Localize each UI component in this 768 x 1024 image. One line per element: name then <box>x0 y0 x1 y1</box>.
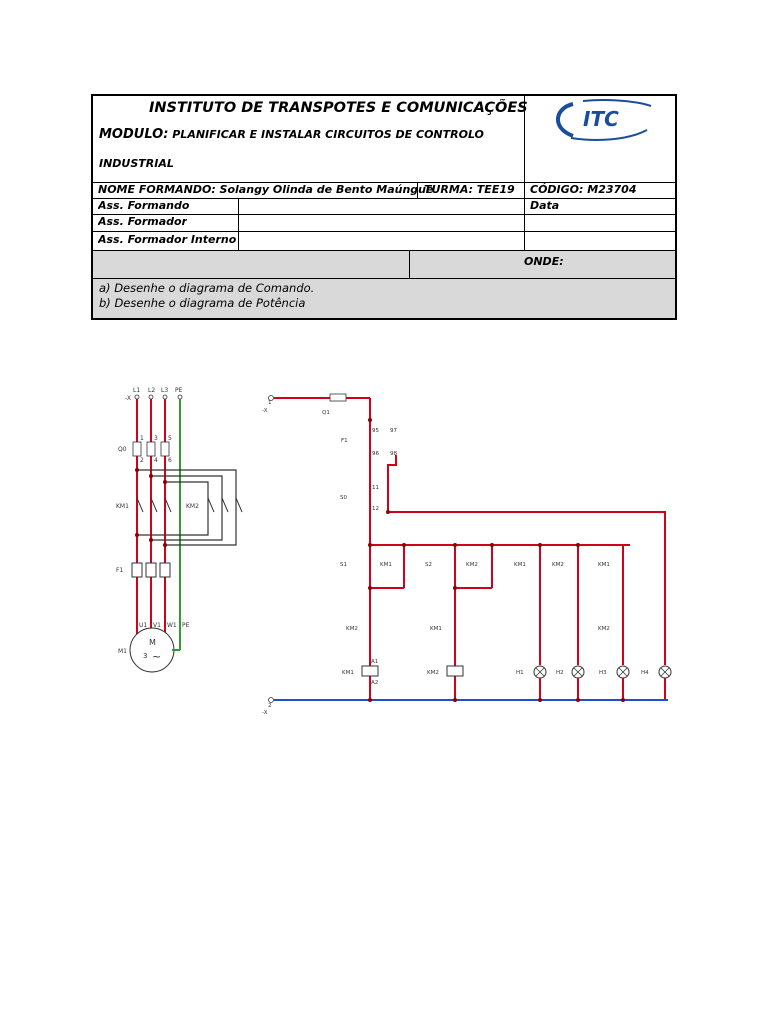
rule <box>93 231 675 232</box>
motor-symbol: M <box>149 638 156 647</box>
rule <box>524 96 525 198</box>
modulo-name-line1: PLANIFICAR E INSTALAR CIRCUITOS DE CONTR… <box>172 128 484 141</box>
label-km1-interlock: KM1 <box>430 626 442 632</box>
label-x-top: -X <box>262 408 268 414</box>
term: 4 <box>154 457 158 464</box>
term: 3 <box>154 435 158 442</box>
rule <box>238 198 239 251</box>
term: A2 <box>371 680 378 686</box>
term: 6 <box>168 457 172 464</box>
label-km1-h3: KM1 <box>598 562 610 568</box>
nome-formando: NOME FORMANDO: Solangy Olinda de Bento M… <box>98 183 434 196</box>
label-s0: S0 <box>340 495 347 501</box>
label-pe-motor: PE <box>182 622 190 629</box>
label-2-bottom: 2 <box>268 703 272 709</box>
onde-label: ONDE: <box>524 255 564 268</box>
rule <box>93 198 675 199</box>
itc-logo: ITC <box>543 98 663 142</box>
label-q0: Q0 <box>118 446 127 453</box>
term: 12 <box>372 506 379 512</box>
label-km2-interlock: KM2 <box>346 626 358 632</box>
label-h3: H3 <box>599 670 607 676</box>
ass-formador-label: Ass. Formador <box>98 215 187 228</box>
label-km1-coil: KM1 <box>342 670 354 676</box>
label-km1-h1: KM1 <box>514 562 526 568</box>
label-km2-power: KM2 <box>186 503 199 510</box>
label-h1: H1 <box>516 670 524 676</box>
turma: TURMA: TEE19 <box>424 183 515 196</box>
label-h4: H4 <box>641 670 649 676</box>
term: A1 <box>371 659 378 665</box>
label-h2: H2 <box>556 670 564 676</box>
label-l2: L2 <box>148 387 155 394</box>
power-diagram: L1 L2 L3 PE -X Q0 1 3 5 2 4 6 <box>116 387 243 673</box>
motor-phase: 3 <box>143 652 147 660</box>
term: 98 <box>390 451 397 457</box>
task-b: b) Desenhe o diagrama de Potência <box>99 296 306 310</box>
term: 5 <box>168 435 172 442</box>
term: 96 <box>372 451 379 457</box>
km1-coil-icon <box>361 665 379 677</box>
ass-formando-label: Ass. Formando <box>98 199 190 212</box>
label-f1-power: F1 <box>116 567 123 574</box>
rule <box>409 250 410 279</box>
term: 97 <box>390 428 397 434</box>
itc-logo-text: ITC <box>583 107 619 131</box>
rule <box>524 198 525 251</box>
label-s2: S2 <box>425 562 432 568</box>
label-km2-seal: KM2 <box>466 562 478 568</box>
term: 2 <box>140 457 144 464</box>
label-q1: Q1 <box>322 410 330 416</box>
motor-tilde: ~ <box>152 650 161 663</box>
label-w1: W1 <box>167 622 177 629</box>
itc-logo-swoosh-icon: ITC <box>556 99 652 141</box>
rule <box>93 214 675 215</box>
rule <box>93 250 675 251</box>
label-l3: L3 <box>161 387 168 394</box>
header-table: INSTITUTO DE TRANSPOTES E COMUNICAÇÕES M… <box>91 94 677 320</box>
label-km2-h2: KM2 <box>552 562 564 568</box>
km2-coil-icon <box>446 665 464 677</box>
label-x-power: -X <box>125 395 131 402</box>
label-f1-ctrl: F1 <box>341 438 348 444</box>
control-diagram: -X 1 Q1 F1 95 96 97 98 S0 11 12 S1 <box>262 393 672 716</box>
label-pe: PE <box>175 387 183 394</box>
onde-row-bg <box>93 251 675 279</box>
rule <box>417 182 418 198</box>
label-x-bottom: -X <box>262 710 268 716</box>
label-v1: V1 <box>153 622 161 629</box>
label-km1-power: KM1 <box>116 503 129 510</box>
ass-formador-interno-label: Ass. Formador Interno <box>98 233 237 246</box>
label-km2-coil: KM2 <box>427 670 439 676</box>
label-s1: S1 <box>340 562 347 568</box>
label-km1-seal: KM1 <box>380 562 392 568</box>
term: 95 <box>372 428 379 434</box>
institute-title: INSTITUTO DE TRANSPOTES E COMUNICAÇÕES <box>149 100 528 116</box>
rule <box>93 182 675 183</box>
label-km2-interlock-h3: KM2 <box>598 626 610 632</box>
q1-fuse-icon <box>329 393 347 402</box>
label-m1: M1 <box>118 648 127 655</box>
task-a: a) Desenhe o diagrama de Comando. <box>99 281 315 295</box>
rule <box>93 278 675 279</box>
label-u1: U1 <box>139 622 147 629</box>
modulo-name-line2: INDUSTRIAL <box>99 157 174 170</box>
term: 1 <box>140 435 144 442</box>
term: 11 <box>372 485 379 491</box>
data-label: Data <box>530 199 560 212</box>
label-1-top: 1 <box>268 400 272 406</box>
label-l1: L1 <box>133 387 140 394</box>
tasks-row-bg <box>93 279 675 318</box>
codigo: CÓDIGO: M23704 <box>530 183 637 196</box>
modulo-label: MODULO: <box>99 128 169 142</box>
modulo-line: MODULO: PLANIFICAR E INSTALAR CIRCUITOS … <box>99 128 484 142</box>
